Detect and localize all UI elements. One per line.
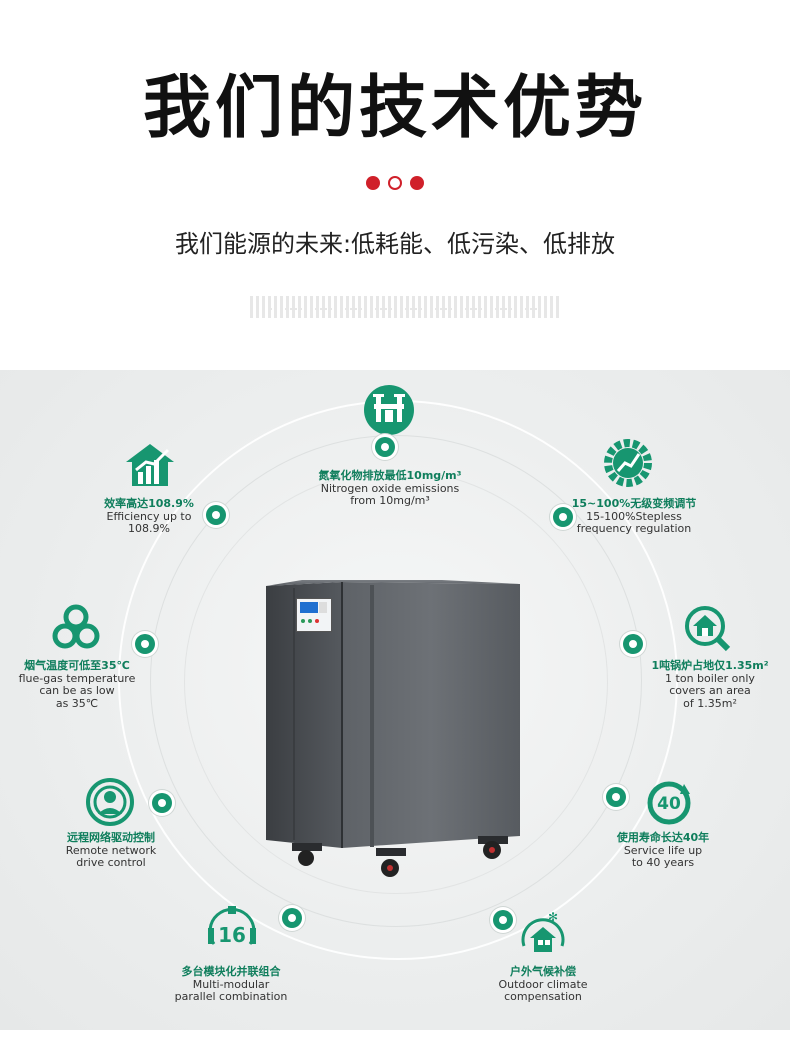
- feature-label: 远程网络驱动控制 Remote network drive control: [65, 831, 157, 869]
- sixteen-modules-icon: 16: [208, 906, 256, 947]
- gear-chart-icon: [604, 439, 652, 487]
- feature-marker[interactable]: [152, 793, 172, 813]
- control-display: [300, 602, 318, 613]
- forty-years-icon: 40: [647, 781, 691, 825]
- feature-label: 1吨锅炉占地仅1.35m² 1 ton boiler only covers a…: [651, 659, 769, 710]
- feature-marker[interactable]: [375, 437, 395, 457]
- control-panel[interactable]: [296, 598, 332, 632]
- feature-marker[interactable]: [206, 505, 226, 525]
- panel-button[interactable]: [315, 619, 319, 623]
- feature-marker[interactable]: [493, 910, 513, 930]
- feature-marker[interactable]: [606, 787, 626, 807]
- svg-text:✻: ✻: [548, 910, 558, 924]
- panel-button[interactable]: [301, 619, 305, 623]
- control-display-secondary: [319, 602, 327, 613]
- feature-marker[interactable]: [553, 507, 573, 527]
- page-subtitle: 我们能源的未来:低耗能、低污染、低排放: [174, 230, 616, 258]
- dot-filled: [410, 176, 424, 190]
- feature-label: 烟气温度可低至35℃ flue-gas temperature can be a…: [18, 659, 136, 710]
- page-title: 我们的技术优势: [142, 69, 647, 148]
- svg-text:40: 40: [657, 794, 681, 814]
- feature-marker[interactable]: [282, 908, 302, 928]
- pipe-icon: [364, 385, 414, 435]
- panel-button[interactable]: [308, 619, 312, 623]
- feature-label: 使用寿命长达40年 Service life up to 40 years: [616, 831, 710, 869]
- feature-label: 效率高达108.9% Efficiency up to 108.9%: [104, 497, 194, 535]
- dot-filled: [366, 176, 380, 190]
- inner-ring: [184, 470, 608, 894]
- outdoor-climate-icon: ✻: [521, 910, 565, 952]
- dot-hollow: [388, 176, 402, 190]
- house-search-icon: [685, 606, 731, 652]
- svg-text:16: 16: [218, 923, 246, 947]
- feature-marker[interactable]: [623, 634, 643, 654]
- middle-ring: [150, 435, 642, 927]
- boiler-unit: [266, 580, 520, 877]
- remote-user-icon: [86, 778, 134, 826]
- title-dots: [0, 176, 790, 190]
- feature-marker[interactable]: [135, 634, 155, 654]
- house-chart-icon: [126, 444, 174, 486]
- molecule-icon: [52, 604, 100, 649]
- decorative-fine-print: [250, 296, 560, 318]
- feature-label: 15~100%无级变频调节 15-100%Stepless frequency …: [571, 497, 697, 535]
- feature-label: 户外气候补偿 Outdoor climate compensation: [498, 965, 588, 1003]
- feature-label: 氮氧化物排放最低10mg/m³ Nitrogen oxide emissions…: [318, 469, 462, 507]
- feature-label: 多台模块化并联组合 Multi-modular parallel combina…: [174, 965, 288, 1003]
